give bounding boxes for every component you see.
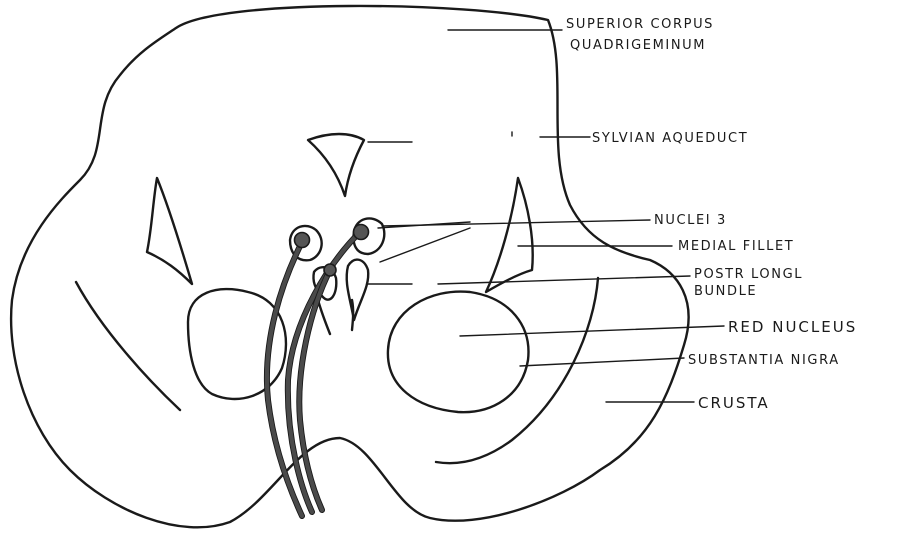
medial-fillet-left [147, 178, 192, 284]
nucleus-3-dot-right [354, 225, 369, 240]
sylvian-aqueduct-shape [308, 134, 364, 196]
red-nucleus-right [388, 292, 529, 413]
nucleus-3-dot-lower [324, 264, 336, 276]
label-nuclei-3: NUCLEI 3 [654, 213, 727, 228]
label-postr-longl-line1: POSTR LONGL [694, 267, 803, 282]
label-red-nucleus: RED NUCLEUS [728, 318, 857, 336]
postr-longl-bundle-right [347, 260, 369, 320]
medial-fillet-right [486, 178, 533, 292]
oculomotor-fibre-3-fill [299, 270, 330, 510]
substantia-nigra-left [76, 282, 180, 410]
label-postr-longl-line2: BUNDLE [694, 284, 757, 299]
leader-postr-longl [368, 222, 690, 284]
leader-substantia-nigra [520, 358, 684, 366]
label-superior-corpus-line2: QUADRIGEMINUM [570, 38, 706, 53]
small-tuft-left [318, 300, 330, 334]
label-medial-fillet: MEDIAL FILLET [678, 239, 794, 254]
label-superior-corpus-line1: SUPERIOR CORPUS [566, 17, 714, 32]
label-substantia-nigra: SUBSTANTIA NIGRA [688, 353, 840, 368]
midbrain-outline [11, 6, 688, 527]
substantia-nigra-right [436, 278, 598, 463]
label-sylvian-aqueduct: SYLVIAN AQUEDUCT [592, 131, 748, 146]
small-tuft-right [352, 300, 353, 330]
label-crusta: CRUSTA [698, 394, 770, 412]
leader-red-nucleus [460, 326, 724, 336]
nucleus-3-dot-left [295, 233, 310, 248]
